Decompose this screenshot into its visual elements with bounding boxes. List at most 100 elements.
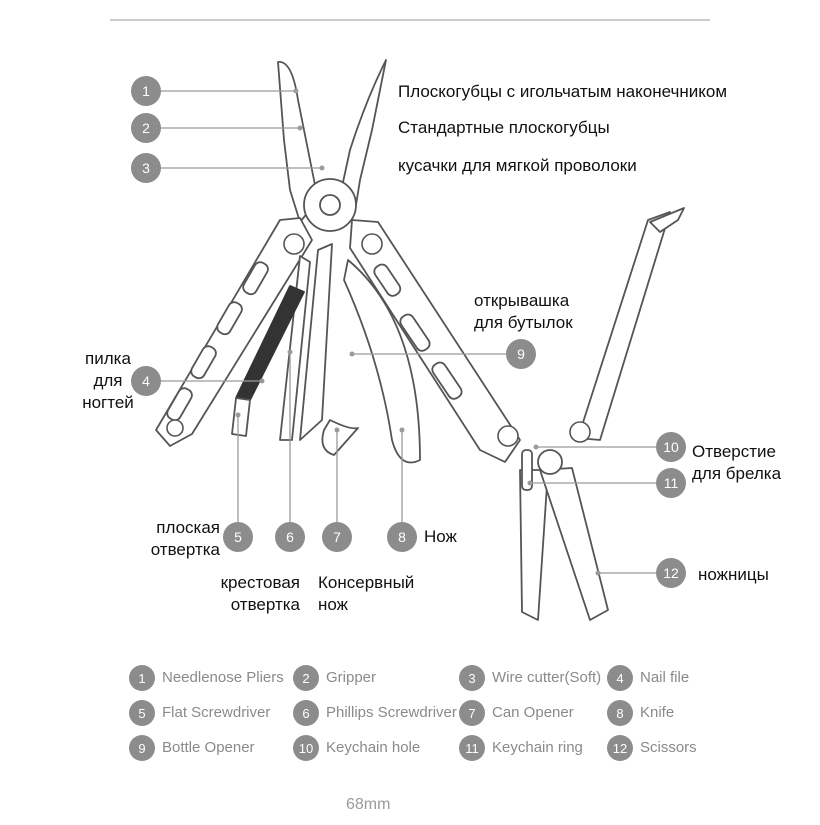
callout-badge-9: 9: [506, 339, 536, 369]
legend-item-6: Phillips Screwdriver: [326, 704, 457, 721]
svg-text:2: 2: [302, 671, 309, 686]
callout-number: 9: [517, 346, 525, 362]
callout-badge-1: 1: [131, 76, 161, 106]
left-handle-slot: [190, 345, 217, 380]
legend-item-11: Keychain ring: [492, 739, 583, 756]
leader-lines: [160, 90, 656, 574]
svg-text:4: 4: [616, 671, 623, 686]
svg-text:11: 11: [465, 741, 479, 756]
label-needlenose: Плоскогубцы с игольчатым наконечником: [398, 82, 728, 101]
callout-number: 7: [333, 529, 341, 545]
legend-badge-9: 9: [129, 735, 155, 761]
legend-badge-7: 7: [459, 700, 485, 726]
legend-badge-8: 8: [607, 700, 633, 726]
svg-text:3: 3: [468, 671, 475, 686]
label-gripper: Стандартные плоскогубцы: [398, 118, 610, 137]
callout-badge-2: 2: [131, 113, 161, 143]
scissors-tip: [649, 207, 685, 233]
label-scissors: ножницы: [698, 565, 769, 584]
multitool-illustration: [155, 59, 685, 621]
callout-badge-12: 12: [656, 558, 686, 588]
legend-item-2: Gripper: [326, 669, 377, 686]
legend-badge-2: 2: [293, 665, 319, 691]
callout-number: 4: [142, 373, 150, 389]
legend-badge-11: 11: [459, 735, 485, 761]
legend-badge-5: 5: [129, 700, 155, 726]
svg-text:10: 10: [299, 741, 313, 756]
legend-item-8: Knife: [640, 704, 675, 721]
keychain-hole: [537, 449, 563, 475]
dimension-label: 68mm: [346, 796, 391, 813]
legend-item-5: Flat Screwdriver: [162, 704, 271, 721]
callout-number: 6: [286, 529, 294, 545]
callout-number: 8: [398, 529, 406, 545]
label-wire-cutter: кусачки для мягкой проволоки: [398, 156, 637, 175]
callout-badge-7: 7: [322, 522, 352, 552]
callout-badge-4: 4: [131, 366, 161, 396]
keychain-ring: [521, 449, 533, 491]
leader-dots: [235, 88, 601, 576]
left-handle-slot: [166, 387, 193, 422]
callout-number: 5: [234, 529, 242, 545]
legend-badge-12: 12: [607, 735, 633, 761]
callout-number: 12: [663, 565, 679, 581]
left-handle: [155, 217, 313, 447]
can-opener-hook: [321, 419, 359, 456]
legend-badge-4: 4: [607, 665, 633, 691]
right-handle-slot: [399, 313, 431, 352]
screws: [166, 233, 591, 447]
legend-item-1: Needlenose Pliers: [162, 669, 284, 686]
legend-item-4: Nail file: [640, 669, 690, 686]
callout-badge-10: 10: [656, 432, 686, 462]
svg-text:6: 6: [302, 706, 309, 721]
scissors-arm: [577, 211, 671, 441]
flat-driver-tip: [231, 397, 251, 437]
legend-badge-3: 3: [459, 665, 485, 691]
label-keychain: Отверстие для брелка: [692, 442, 782, 483]
phillips-driver: [279, 255, 311, 441]
callout-badge-3: 3: [131, 153, 161, 183]
legend-badge-6: 6: [293, 700, 319, 726]
legend-item-3: Wire cutter(Soft): [492, 669, 602, 686]
label-flat-screwdriver: плоская отвертка: [150, 518, 220, 559]
label-knife: Нож: [424, 527, 457, 546]
svg-text:8: 8: [616, 706, 623, 721]
svg-text:9: 9: [138, 741, 145, 756]
svg-text:1: 1: [138, 671, 145, 686]
callout-badge-5: 5: [223, 522, 253, 552]
legend-badge-1: 1: [129, 665, 155, 691]
svg-text:5: 5: [138, 706, 145, 721]
left-handle-slot: [242, 261, 269, 296]
label-nail-file: пилка для ногтей: [82, 349, 134, 412]
blade-can-opener: [299, 243, 333, 441]
callout-badge-11: 11: [656, 468, 686, 498]
label-can-opener: Консервный нож: [318, 573, 415, 614]
svg-text:12: 12: [613, 741, 627, 756]
callout-number: 3: [142, 160, 150, 176]
scissors-blade-right: [539, 467, 609, 621]
svg-text:7: 7: [468, 706, 475, 721]
callout-number: 11: [664, 475, 679, 491]
blade-knife: [343, 259, 421, 464]
callout-badge-8: 8: [387, 522, 417, 552]
right-jaw: [339, 59, 387, 206]
scissors-blade-left: [519, 469, 549, 621]
legend-item-12: Scissors: [640, 739, 697, 756]
left-handle-slot: [216, 301, 243, 336]
callout-number: 2: [142, 120, 150, 136]
callout-number: 10: [663, 439, 679, 455]
label-bottle-opener: открывашка для бутылок: [474, 291, 573, 332]
callout-number: 1: [142, 83, 150, 99]
legend-item-10: Keychain hole: [326, 739, 421, 756]
label-phillips: крестовая отвертка: [220, 573, 300, 614]
callout-badge-6: 6: [275, 522, 305, 552]
right-handle-slot: [373, 263, 402, 297]
legend-item-7: Can Opener: [492, 704, 574, 721]
legend-item-9: Bottle Opener: [162, 739, 255, 756]
legend-badge-10: 10: [293, 735, 319, 761]
right-handle-slot: [431, 361, 463, 400]
